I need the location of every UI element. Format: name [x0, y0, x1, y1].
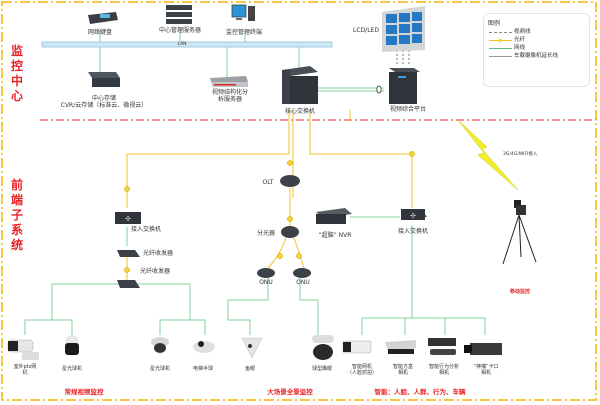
camera-elevator-icon	[193, 341, 215, 353]
label-storage: 中心存储	[91, 95, 117, 102]
legend-title: 图例	[488, 20, 501, 27]
onu-1-icon	[257, 268, 275, 278]
svg-text:✣: ✣	[410, 212, 416, 220]
label-nvr: “超脑” NVR	[318, 232, 352, 239]
label-wireless: 3G/4G/WIFI接入	[503, 152, 538, 157]
section-front-end: 前端子系统	[10, 178, 23, 252]
label-core-switch: 核心交换机	[284, 108, 316, 115]
label-storage-sub: CVR/云存储（标准云、微视云）	[60, 102, 148, 109]
legend-item-extension: 车载摄像机延长线	[489, 53, 559, 59]
label-lcd: LCD/LED	[353, 27, 379, 34]
label-access-switch-right: 接入交换机	[397, 228, 429, 235]
group-label-regular: 常规视频监控	[64, 388, 104, 396]
lan-bus	[41, 41, 333, 48]
client-pc-icon	[231, 4, 255, 21]
camera-label: 电梯半球	[192, 366, 214, 372]
splitter-icon	[281, 226, 299, 238]
central-storage-icon	[88, 72, 120, 87]
coupler-icon	[376, 85, 382, 94]
onu-2-icon	[293, 268, 311, 278]
camera-label: 星光球机	[149, 366, 171, 372]
label-onu-1: ONU	[259, 279, 273, 286]
label-central-mgmt-server: 中心管理服务器	[158, 27, 202, 34]
legend-item-network: 网线	[489, 45, 526, 51]
label-fiber-tx-1: 光纤收发器	[143, 250, 174, 257]
fiber-nodes	[124, 151, 415, 273]
mobile-camera-icon	[502, 200, 537, 265]
label-splitter: 分光器	[256, 230, 276, 237]
camera-label: 智能网机	[351, 364, 373, 370]
camera-outdoor-ptz-icon	[7, 339, 39, 360]
fiber-transceiver-1-icon	[117, 250, 140, 257]
label-fiber-tx-2: 光纤收发器	[140, 268, 171, 275]
central-mgmt-server-icon	[166, 5, 192, 24]
camera-eagle-eye-icon	[312, 335, 334, 360]
label-mobile: 移动监控	[509, 289, 531, 295]
access-switch-left-icon: ✣	[115, 212, 141, 224]
olt-icon	[280, 175, 300, 187]
video-lines	[396, 50, 410, 65]
camera-starlight-dome-1-icon	[65, 335, 79, 355]
section-monitoring-center: 监控中心	[10, 44, 23, 103]
camera-label-sub: 相机	[397, 370, 409, 376]
fiber-transceiver-2-icon	[117, 280, 140, 288]
core-switch-icon	[282, 66, 318, 104]
camera-label: 智能方盒	[392, 364, 414, 370]
camera-label-sub: 相机	[480, 370, 492, 376]
label-keyboard: 网络键盘	[87, 29, 113, 36]
camera-label: 智能行为分析	[428, 364, 460, 370]
legend: 图例 视频线 光纤 网线 车载摄像机延长线	[483, 13, 590, 87]
group-label-smart: 智能：人脸、人群、行为、车辆	[374, 388, 466, 396]
label-video-analysis-sub: 析服务器	[217, 96, 243, 103]
label-lan: LAN	[177, 42, 187, 47]
video-analysis-server-icon	[210, 76, 248, 87]
network-lines-center	[99, 30, 384, 92]
camera-smart-bullet-icon	[342, 340, 372, 354]
network-keyboard-icon	[88, 12, 118, 24]
video-platform-icon	[389, 68, 420, 104]
camera-label-sub: （人脸抓拍）	[346, 370, 378, 376]
camera-label: 球型鹰眼	[311, 366, 333, 372]
camera-smart-box-icon	[385, 340, 416, 354]
camera-label-sub: 相机	[438, 370, 450, 376]
camera-fisheye-icon	[241, 337, 263, 359]
label-video-platform: 视频综合平台	[389, 106, 427, 113]
legend-item-fiber: 光纤	[488, 37, 588, 44]
camera-checkpoint-icon	[464, 343, 502, 355]
svg-text:✣: ✣	[125, 215, 131, 223]
wireless-icon	[457, 119, 519, 191]
camera-label: 室外ptz网	[13, 364, 37, 370]
nvr-icon	[316, 208, 352, 224]
camera-label: 星光球机	[61, 366, 83, 372]
label-onu-2: ONU	[296, 279, 310, 286]
legend-item-video: 视频线	[489, 29, 531, 35]
camera-label: 鱼眼	[244, 366, 256, 372]
label-client: 监控管理终端	[225, 29, 263, 36]
label-video-analysis: 视频结构化分	[211, 89, 249, 96]
label-olt: OLT	[262, 179, 274, 186]
group-label-panorama: 大场景全景监控	[267, 388, 313, 396]
camera-label-sub: 机	[22, 370, 28, 376]
access-switch-right-icon: ✣	[401, 209, 427, 220]
label-access-switch-left: 接入交换机	[131, 226, 162, 233]
network-lines-front	[24, 216, 486, 335]
camera-label: “神捕”卡口	[473, 364, 499, 370]
lcd-wall-icon	[382, 6, 425, 52]
camera-behavior-icon	[428, 338, 456, 355]
camera-starlight-dome-2-icon	[151, 337, 169, 353]
